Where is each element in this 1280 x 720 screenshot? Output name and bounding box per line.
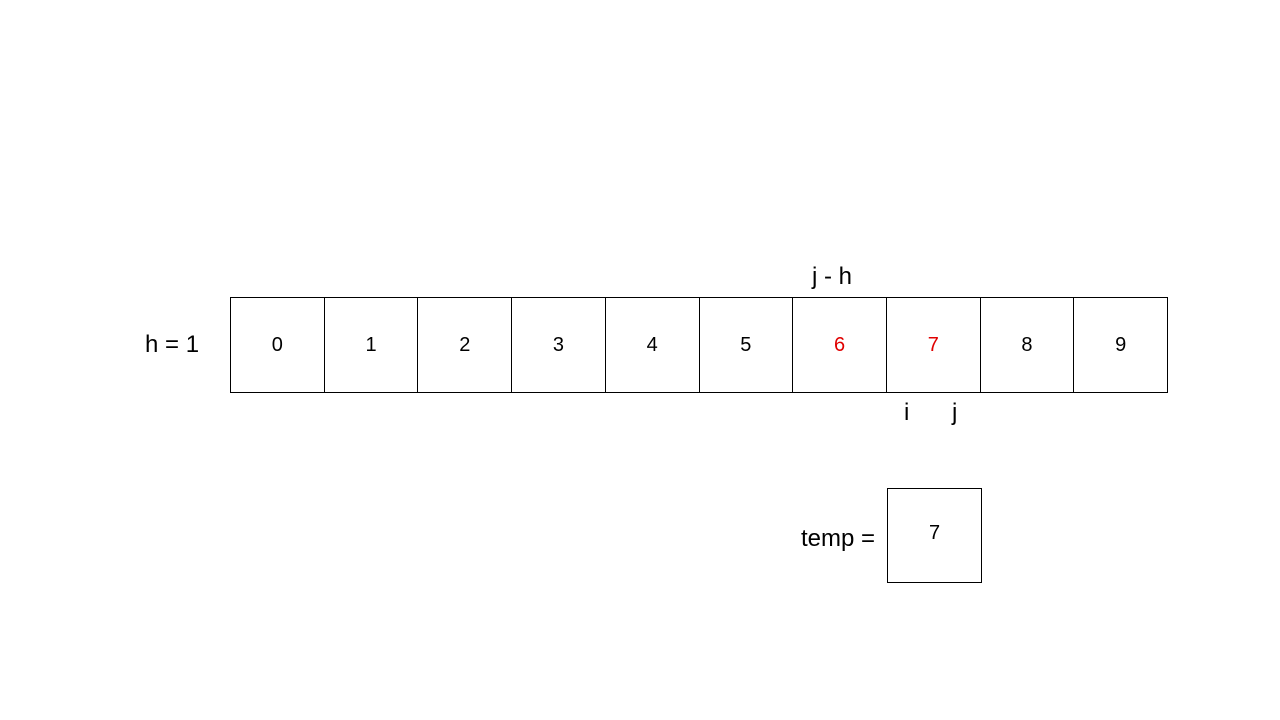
h-value-label: h = 1	[145, 331, 200, 358]
array-cell-1: 1	[325, 298, 419, 392]
array-cell-4: 4	[606, 298, 700, 392]
array-cell-3: 3	[512, 298, 606, 392]
array-cell-5: 5	[700, 298, 794, 392]
i-pointer-label: i	[904, 399, 910, 426]
array-cell-7: 7	[887, 298, 981, 392]
array-cell-8: 8	[981, 298, 1075, 392]
temp-value-box: 7	[887, 488, 982, 583]
array-cell-9: 9	[1074, 298, 1169, 392]
array-cell-2: 2	[418, 298, 513, 392]
j-pointer-label: j	[952, 399, 958, 426]
temp-label: temp =	[801, 525, 876, 552]
array-row: 0 1 2 3 4 5 6 7 8 9	[230, 297, 1169, 393]
array-cell-0: 0	[231, 298, 325, 392]
j-minus-h-pointer-label: j - h	[812, 263, 853, 290]
array-cell-6: 6	[793, 298, 887, 392]
